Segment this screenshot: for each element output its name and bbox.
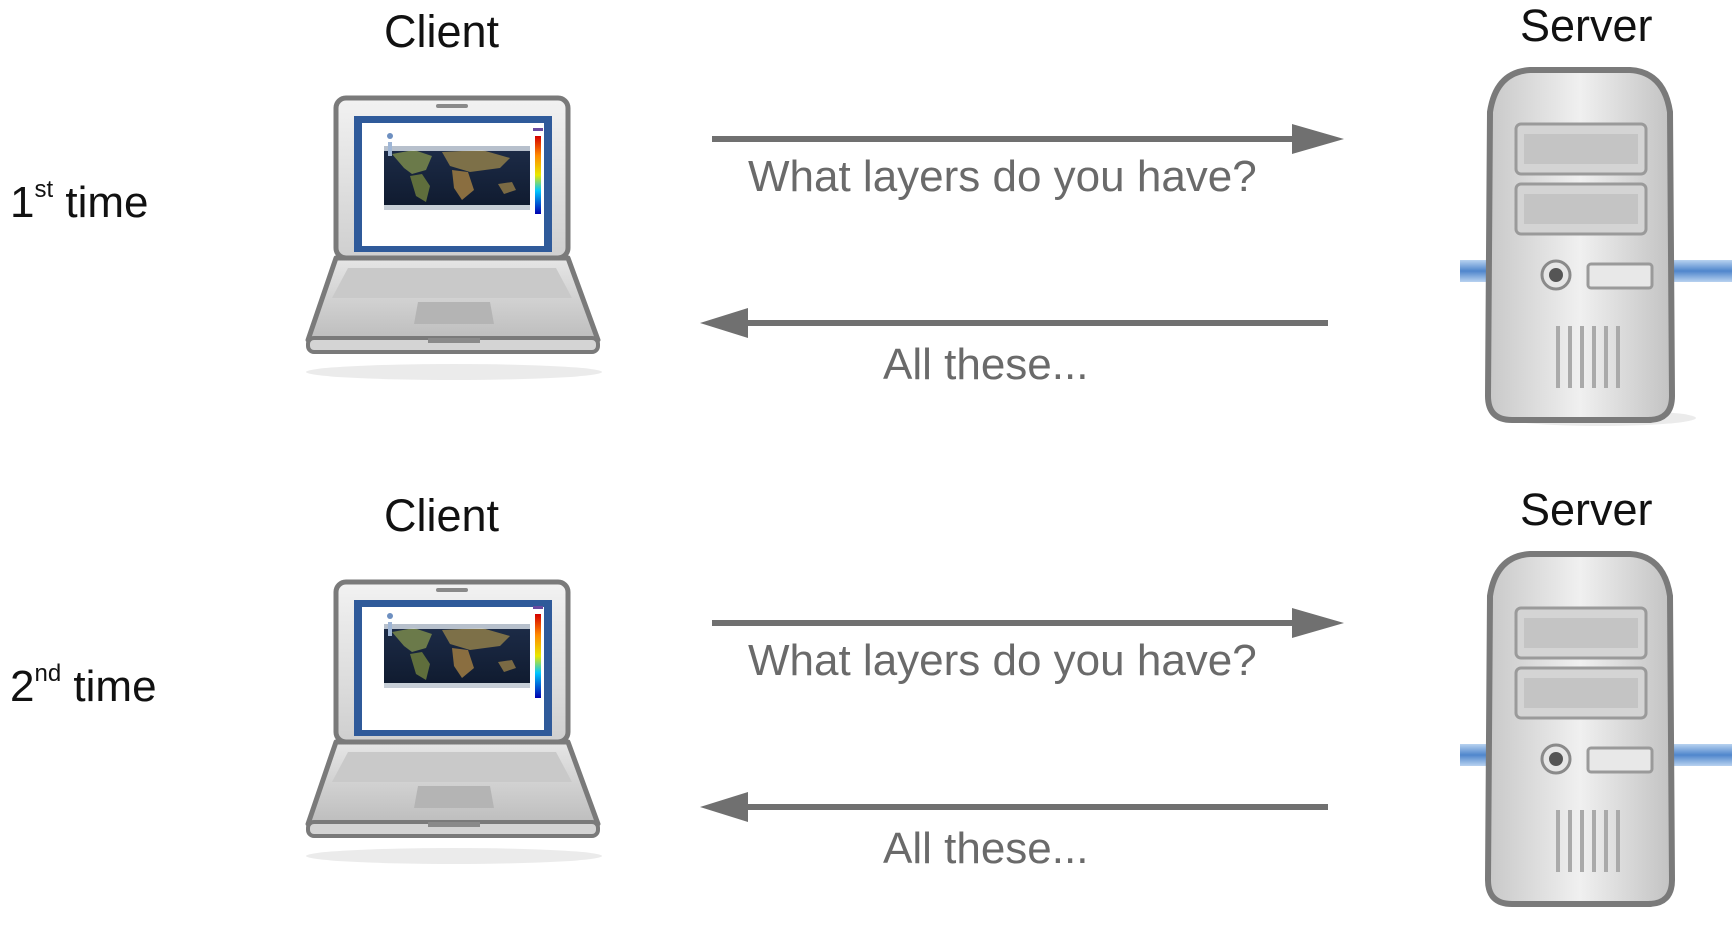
color-scale-legend bbox=[533, 606, 543, 698]
row-label: 2nd time bbox=[10, 660, 157, 711]
server-tower-icon bbox=[1460, 67, 1732, 426]
server-title: Server bbox=[1520, 484, 1653, 535]
response-arrow bbox=[700, 308, 1328, 338]
response-message: All these... bbox=[883, 340, 1089, 389]
response-arrow bbox=[700, 792, 1328, 822]
request-message: What layers do you have? bbox=[748, 636, 1257, 685]
request-arrow bbox=[712, 608, 1344, 638]
laptop-icon bbox=[305, 579, 602, 864]
request-arrow bbox=[712, 124, 1344, 154]
exchange-row-first: 1st time Client Server bbox=[0, 0, 1732, 452]
exchange-row-second: 2nd time Client Server bbox=[0, 484, 1732, 936]
laptop-icon bbox=[305, 95, 602, 380]
response-message: All these... bbox=[883, 824, 1089, 873]
world-map-thumbnail bbox=[384, 624, 530, 688]
row-label: 1st time bbox=[10, 176, 149, 227]
request-message: What layers do you have? bbox=[748, 152, 1257, 201]
server-title: Server bbox=[1520, 0, 1653, 51]
server-tower-icon bbox=[1460, 551, 1732, 907]
client-title: Client bbox=[384, 6, 500, 57]
client-title: Client bbox=[384, 490, 500, 541]
world-map-thumbnail bbox=[384, 146, 530, 210]
color-scale-legend bbox=[533, 128, 543, 214]
